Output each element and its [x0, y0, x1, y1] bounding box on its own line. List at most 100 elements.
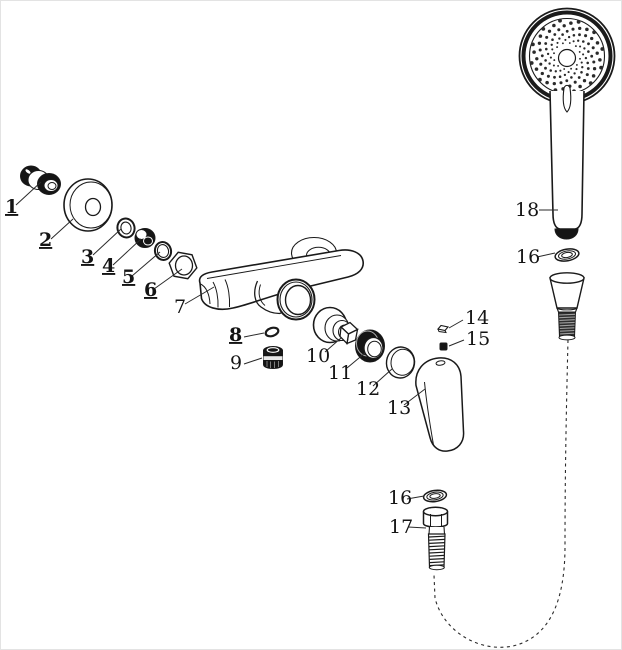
nozzle-dot: [584, 34, 588, 38]
washer-3: [115, 217, 136, 240]
nozzle-dot: [578, 50, 581, 53]
nozzle-dot: [553, 59, 556, 62]
nozzle-dot: [540, 71, 544, 76]
nozzle-dot: [579, 45, 582, 48]
nozzle-dot: [577, 39, 580, 42]
o-ring-5: [153, 240, 173, 262]
part-label-2: 2: [39, 229, 52, 251]
nozzle-dot: [540, 54, 544, 58]
check-valve: [264, 347, 283, 369]
nozzle-dot: [547, 29, 552, 33]
nozzle-dot: [539, 62, 543, 66]
leader-line-14: [449, 320, 463, 328]
set-screw: [440, 343, 447, 350]
nozzle-dot: [569, 21, 573, 25]
part-label-13: 13: [387, 397, 411, 419]
nozzle-dot: [586, 67, 590, 70]
shower-head-center-cap: [559, 50, 576, 67]
nozzle-dot: [561, 33, 564, 36]
nozzle-dot: [571, 27, 575, 31]
leader-line-8: [244, 333, 264, 337]
nozzle-dot: [549, 69, 552, 72]
part-label-7: 7: [174, 296, 186, 318]
nozzle-dot: [582, 53, 585, 56]
nozzle-dot: [552, 81, 556, 86]
retaining-ring-nut: [356, 330, 385, 362]
shower-handle-body: [550, 91, 584, 229]
nozzle-dot: [580, 71, 583, 74]
leader-line-7: [185, 287, 214, 304]
part-label-9: 9: [230, 352, 242, 374]
nozzle-dot: [565, 29, 569, 33]
leader-line-1: [16, 182, 41, 205]
cartridge-boss-ring: [278, 280, 315, 320]
shower-hose-dashed: [434, 340, 568, 647]
part-label-11: 11: [328, 362, 352, 384]
escutcheon-flange: [64, 179, 112, 231]
nozzle-dot: [558, 18, 562, 23]
nozzle-dot: [572, 40, 575, 43]
leader-line-11: [347, 353, 365, 368]
nozzle-dot: [549, 56, 552, 59]
nozzle-dot: [553, 52, 555, 55]
nozzle-dot: [581, 66, 584, 69]
nozzle-dot: [586, 61, 589, 65]
nozzle-dot: [534, 67, 539, 71]
nozzle-dot: [545, 47, 548, 51]
nozzle-dot: [538, 48, 542, 52]
hex-nut: [169, 252, 197, 278]
o-ring-8: [265, 326, 280, 338]
nozzle-dot: [590, 36, 594, 41]
nozzle-dot: [595, 51, 599, 55]
hose-cone-connector: [550, 273, 584, 340]
nozzle-dot: [567, 71, 570, 74]
nozzle-dot: [561, 42, 564, 45]
nozzle-dot: [563, 73, 567, 77]
spray-nozzle-dots: [529, 18, 605, 94]
leader-line-4: [113, 239, 141, 265]
nozzle-dot: [574, 45, 577, 48]
leader-line-3: [93, 229, 121, 255]
nozzle-dot: [544, 42, 548, 45]
nozzle-dot: [592, 30, 596, 35]
leader-line-5: [132, 252, 160, 276]
part-label-16-lower: 16: [388, 487, 412, 509]
part-label-8: 8: [229, 324, 242, 346]
nozzle-dot: [588, 81, 593, 85]
nozzle-dot: [598, 58, 602, 62]
part-label-15: 15: [466, 328, 490, 350]
nozzle-dot: [582, 79, 587, 83]
trim-ring: [384, 345, 416, 380]
nozzle-dot: [551, 38, 554, 41]
nozzle-dot: [573, 72, 576, 75]
shower-handle-end-cap: [555, 229, 578, 239]
nozzle-dot: [537, 41, 542, 45]
nozzle-dot: [577, 76, 581, 79]
spray-selector-nub: [563, 85, 571, 112]
leader-line-6: [154, 269, 182, 289]
nozzle-dot: [557, 64, 560, 67]
nozzle-dot: [567, 35, 571, 39]
nozzle-dot: [529, 61, 534, 65]
leader-line-16-lower: [407, 496, 424, 499]
part-label-16-upper: 16: [516, 246, 540, 268]
spout-fin: [255, 281, 284, 314]
nozzle-dot: [568, 42, 571, 44]
part-label-14: 14: [465, 307, 489, 329]
nozzle-dot: [546, 52, 550, 56]
bolt-head-top: [424, 507, 448, 515]
nozzle-dot: [550, 43, 553, 46]
nozzle-dot: [531, 42, 535, 47]
nozzle-dot: [545, 35, 549, 39]
leader-line-15: [449, 340, 464, 346]
filter-insert: [135, 229, 155, 248]
hose-washer-lower: [423, 489, 447, 503]
nozzle-dot: [582, 40, 585, 43]
part-label-17: 17: [389, 516, 413, 538]
handle-lever: [416, 358, 464, 451]
part-label-4: 4: [102, 255, 115, 277]
nozzle-dot: [551, 48, 554, 51]
nozzle-dot: [591, 74, 596, 78]
nozzle-dot: [559, 69, 562, 72]
